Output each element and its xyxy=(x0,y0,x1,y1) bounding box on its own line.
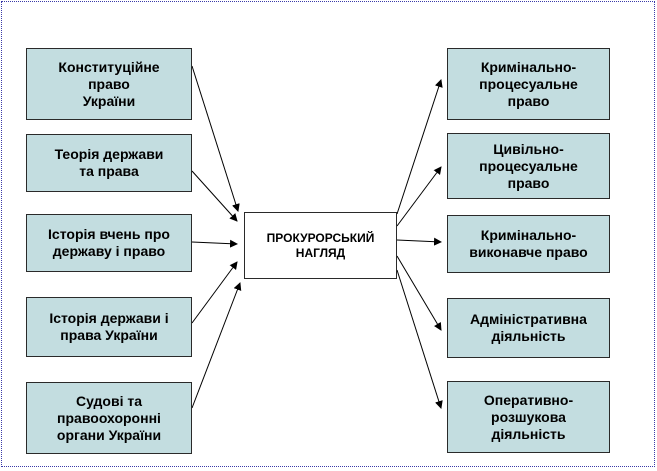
box-civil-procedural-law: Цивільно- процесуальне право xyxy=(447,133,610,199)
box-label: Історія держави і права України xyxy=(49,310,169,343)
arrow-left-2 xyxy=(191,170,238,222)
box-administrative-activity: Адміністративна діяльність xyxy=(447,298,610,358)
arrow-right-1 xyxy=(396,79,443,215)
arrow-left-1 xyxy=(191,65,240,212)
box-theory-state-law: Теорія держави та права xyxy=(26,134,192,192)
box-label: Кримінально- процесуальне право xyxy=(479,58,578,109)
box-history-state-law-ukraine: Історія держави і права України xyxy=(26,297,192,357)
arrow-left-5 xyxy=(191,282,242,409)
arrow-right-4 xyxy=(396,255,442,331)
box-label: Адміністративна діяльність xyxy=(470,311,587,344)
box-history-doctrines: Історія вчень про державу і право xyxy=(26,214,192,272)
box-label: Теорія держави та права xyxy=(54,146,164,179)
box-label: Конституційне право України xyxy=(58,58,160,109)
box-label: Оперативно- розшукова діяльність xyxy=(483,391,574,442)
arrow-right-5 xyxy=(396,269,443,409)
box-label: Кримінально- виконавче право xyxy=(469,227,588,260)
box-judicial-law-enforcement: Судові та правоохоронні органи України xyxy=(26,382,192,454)
arrow-left-4 xyxy=(191,261,238,324)
box-constitutional-law: Конституційне право України xyxy=(26,48,192,120)
box-criminal-procedural-law: Кримінально- процесуальне право xyxy=(447,48,610,120)
box-prosecutorial-supervision: ПРОКУРОРСЬКИЙ НАГЛЯД xyxy=(244,212,397,279)
box-label: Цивільно- процесуальне право xyxy=(479,140,578,191)
arrow-right-3 xyxy=(396,237,442,246)
box-criminal-executive-law: Кримінально- виконавче право xyxy=(447,215,610,273)
center-label: ПРОКУРОРСЬКИЙ НАГЛЯД xyxy=(266,230,375,260)
box-operational-search-activity: Оперативно- розшукова діяльність xyxy=(447,381,610,453)
box-label: Судові та правоохоронні органи України xyxy=(56,392,162,443)
box-label: Історія вчень про державу і право xyxy=(48,226,170,259)
arrow-left-3 xyxy=(191,239,238,248)
arrow-right-2 xyxy=(396,166,442,227)
